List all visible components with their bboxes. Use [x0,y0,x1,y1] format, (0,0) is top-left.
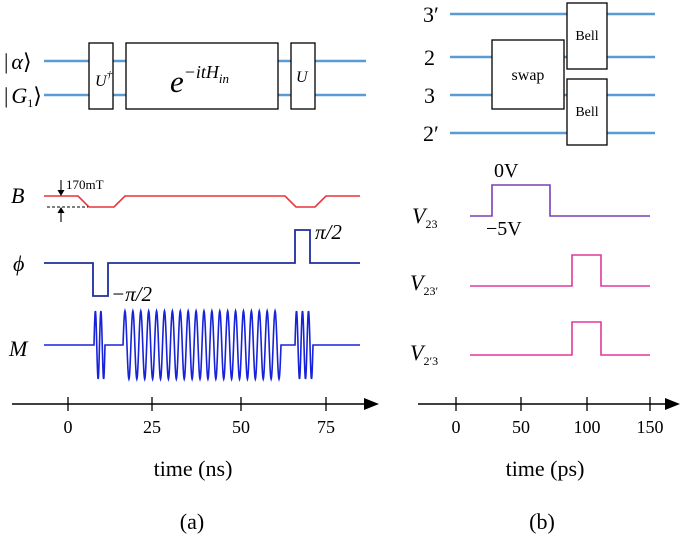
ket-alpha: |α⟩ [4,49,32,74]
gate-bell-top: Bell [575,29,598,44]
trace-b-field [44,195,360,208]
phi-annotation-down: −π/2 [111,282,153,306]
panel-b-circuit: 3′ 2 3 2′ swap Bell Bell [423,2,655,146]
trace-v23 [470,184,650,217]
label-b: B [11,183,24,208]
gate-evolution-box [125,42,279,110]
panel-a-circuit: U† e−itHin U |α⟩ |G1⟩ [4,42,366,110]
x-axis-b-arrowhead [665,398,680,410]
xlabel-a: time (ns) [154,456,233,481]
trace-v2prime3 [470,321,650,356]
ket-g1: |G1⟩ [4,83,42,110]
gate-u-box [290,42,316,110]
gate-evolution: e−itHin [170,62,229,99]
tick-a-75: 75 [317,417,335,437]
panel-a-label: (a) [180,509,204,534]
b-amplitude-label: 170mT [66,177,104,192]
panel-b-label: (b) [529,509,555,534]
xlabel-b: time (ps) [506,456,585,481]
b-arrow-up-head [57,207,65,213]
label-m: M [8,336,29,361]
tick-a-25: 25 [143,417,161,437]
panel-a-signals: B 170mT ϕ π/2 −π/2 M [8,177,360,382]
label-v23: V23 [412,203,437,231]
label-phi: ϕ [13,251,24,276]
gate-bell-bottom-box [566,78,608,146]
gate-bell-bottom: Bell [575,105,598,120]
trace-phi [44,229,360,297]
gate-u-dagger: U† [95,69,113,90]
gate-swap: swap [512,67,545,84]
wire-label-3prime: 3′ [423,2,439,27]
gate-swap-box [491,39,565,110]
tick-b-0: 0 [452,417,461,437]
wire-label-2: 2 [424,45,435,70]
panel-a-axis: 0 25 50 75 time (ns) (a) [12,397,379,534]
v23-annotation-top: 0V [494,160,519,182]
phi-annotation-up: π/2 [315,220,342,244]
label-v2prime3: V2′3 [410,340,438,368]
tick-b-100: 100 [574,417,601,437]
wire-label-2prime: 2′ [423,121,439,146]
trace-v23prime [470,254,650,287]
trace-m-drive [44,308,360,382]
gate-u-dagger-box [88,42,114,110]
tick-a-50: 50 [232,417,250,437]
panel-b-axis: 0 50 100 150 time (ps) (b) [418,397,680,534]
tick-a-0: 0 [64,417,73,437]
b-arrow-down-head [57,190,65,196]
v23-annotation-bottom: −5V [486,218,522,240]
wire-label-3: 3 [424,83,435,108]
x-axis-a-arrowhead [364,398,379,410]
tick-b-150: 150 [637,417,664,437]
label-v23prime: V23′ [410,270,438,298]
gate-u: U [296,69,309,86]
gate-bell-top-box [566,2,608,70]
panel-b-signals: V23 0V −5V V23′ V2′3 [410,160,650,368]
tick-b-50: 50 [512,417,530,437]
